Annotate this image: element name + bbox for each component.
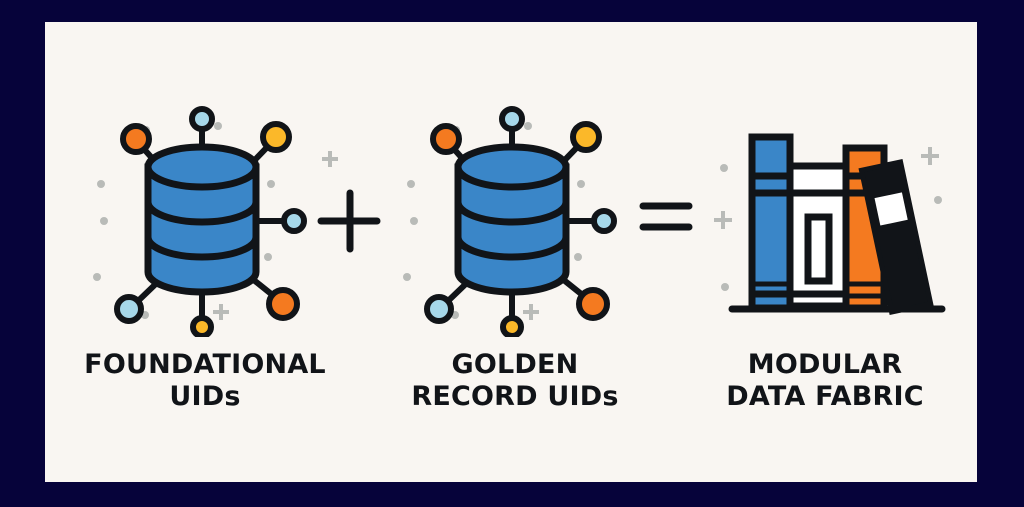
foundational-uids-label: FOUNDATIONAL UIDs (84, 349, 326, 412)
database-network-icon (403, 106, 617, 337)
books-icon (714, 133, 946, 316)
modular-data-fabric-label: MODULAR DATA FABRIC (726, 349, 924, 412)
plus-operator-icon (317, 189, 381, 253)
sparkle-plus-icon (322, 151, 338, 167)
golden-record-uids-label: GOLDEN RECORD UIDs (411, 349, 619, 412)
database-network-icon (93, 106, 307, 337)
equals-operator-icon (639, 202, 693, 231)
diagram-panel: FOUNDATIONAL UIDs GOLDEN RECORD UIDs MOD… (45, 22, 977, 482)
